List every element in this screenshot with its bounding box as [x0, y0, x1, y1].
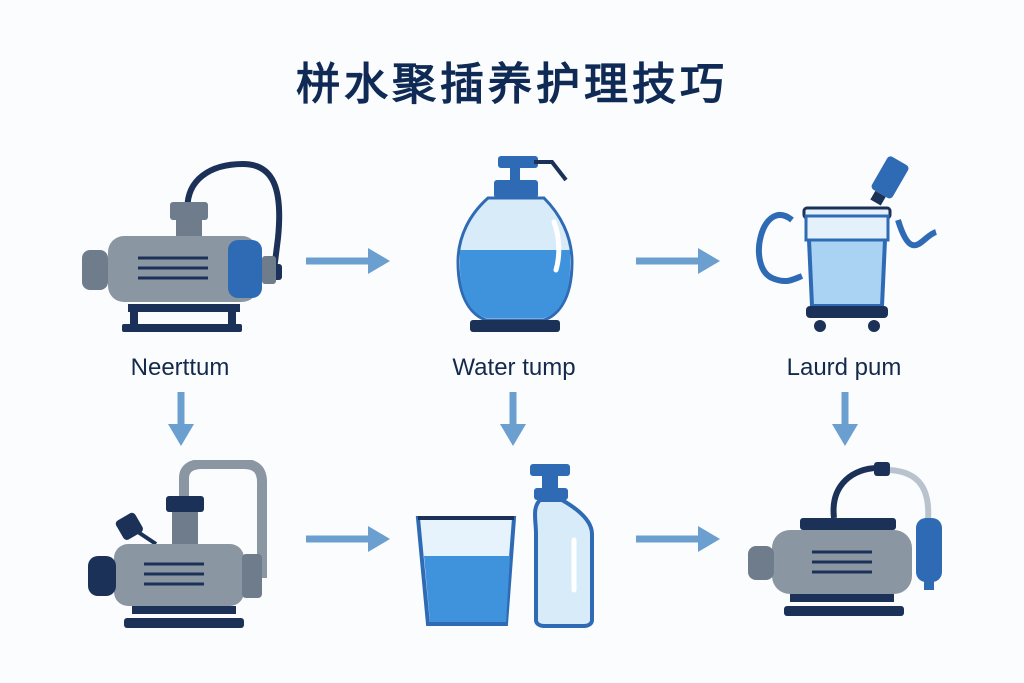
arrow-down-icon — [168, 392, 194, 446]
pump-with-hose-icon — [82, 160, 283, 332]
bucket-pot-icon — [755, 156, 938, 332]
arrow-right-icon — [636, 248, 720, 274]
arrow-right-icon — [636, 526, 720, 552]
diagram-title: 栟水聚插养护理技巧 — [296, 59, 728, 110]
water-bottle-icon — [456, 156, 574, 332]
label-top-left: Neerttum — [130, 354, 230, 381]
pump-with-pipe-icon — [88, 460, 267, 628]
arrow-down-icon — [832, 392, 858, 446]
arrow-down-icon — [500, 392, 526, 446]
beaker-and-spray-bottle-icon — [415, 464, 594, 628]
compact-pump-icon — [748, 462, 942, 616]
label-top-right: Laurd pum — [786, 354, 902, 381]
arrow-right-icon — [306, 248, 390, 274]
arrow-right-icon — [306, 526, 390, 552]
label-top-middle: Water tump — [452, 354, 576, 381]
